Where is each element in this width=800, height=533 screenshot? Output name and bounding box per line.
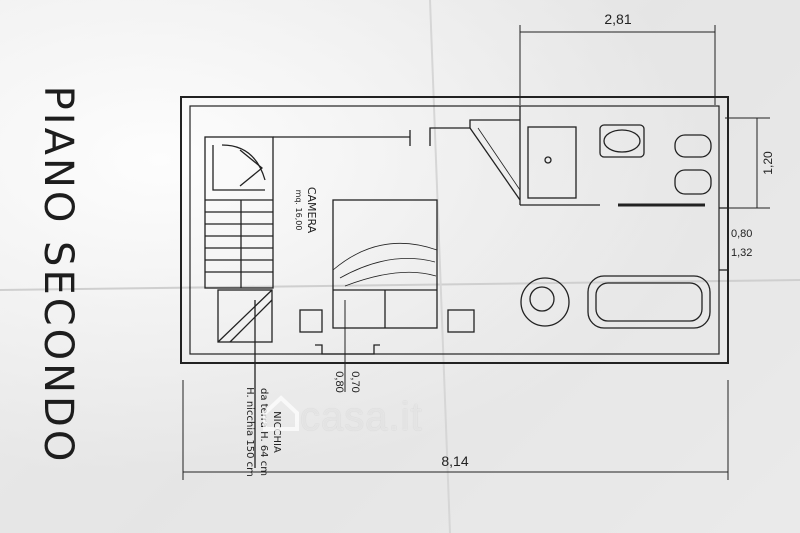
- bidet: [674, 169, 712, 195]
- niche-diagonal-1: [217, 289, 273, 343]
- room-label: CAMERA: [305, 187, 318, 234]
- toilet: [674, 134, 712, 158]
- dimension-window-b: 0,70: [349, 371, 361, 392]
- dimension-top-label: 2,81: [604, 11, 631, 27]
- dimension-window-a: 0,80: [333, 371, 345, 392]
- armchair-outer: [520, 277, 570, 327]
- dimension-opening-large: 1,32: [731, 247, 752, 259]
- shower-tray: [527, 126, 577, 199]
- watermark-text: casa.it: [300, 395, 423, 439]
- armchair-seat: [529, 286, 555, 312]
- niche-label: NICCHIA: [271, 411, 282, 453]
- shower-drain: [544, 156, 552, 164]
- dimension-right-label: 1,20: [761, 151, 775, 175]
- niche-diagonal-2: [229, 299, 273, 343]
- partition-diagonal-2: [477, 127, 521, 191]
- nightstand-left: [299, 309, 323, 333]
- partition-bath-top: [429, 119, 520, 146]
- paper-fold-horizontal: [0, 279, 800, 291]
- room-area: mq. 16,00: [294, 190, 303, 231]
- bed-cover: [332, 242, 438, 287]
- partition-diagonal: [469, 127, 521, 201]
- floor-title: PIANO SECONDO: [35, 85, 81, 465]
- dimension-opening-small: 0,80: [731, 228, 752, 240]
- niche-height-floor: da terra H. 64 cm: [258, 388, 269, 476]
- inner-wall: [189, 105, 720, 355]
- stair-turn: [212, 145, 265, 191]
- nightstand-right: [447, 309, 475, 333]
- niche-height: H. nicchia 150 cm: [244, 387, 255, 477]
- window-bay: [315, 344, 380, 355]
- sink-counter: [599, 124, 645, 158]
- stair-arrow: [239, 149, 264, 187]
- stair-curve: [221, 144, 266, 181]
- niche-box: [217, 289, 273, 343]
- paper-fold-vertical: [429, 0, 451, 533]
- dimension-bottom-label: 8,14: [441, 453, 468, 469]
- bathtub-inner: [595, 282, 703, 322]
- stair-steps: [205, 199, 273, 288]
- bathtub-outer: [587, 275, 711, 329]
- sink-basin: [603, 129, 641, 153]
- casa-house-icon: [263, 395, 299, 431]
- outer-wall: [180, 96, 729, 364]
